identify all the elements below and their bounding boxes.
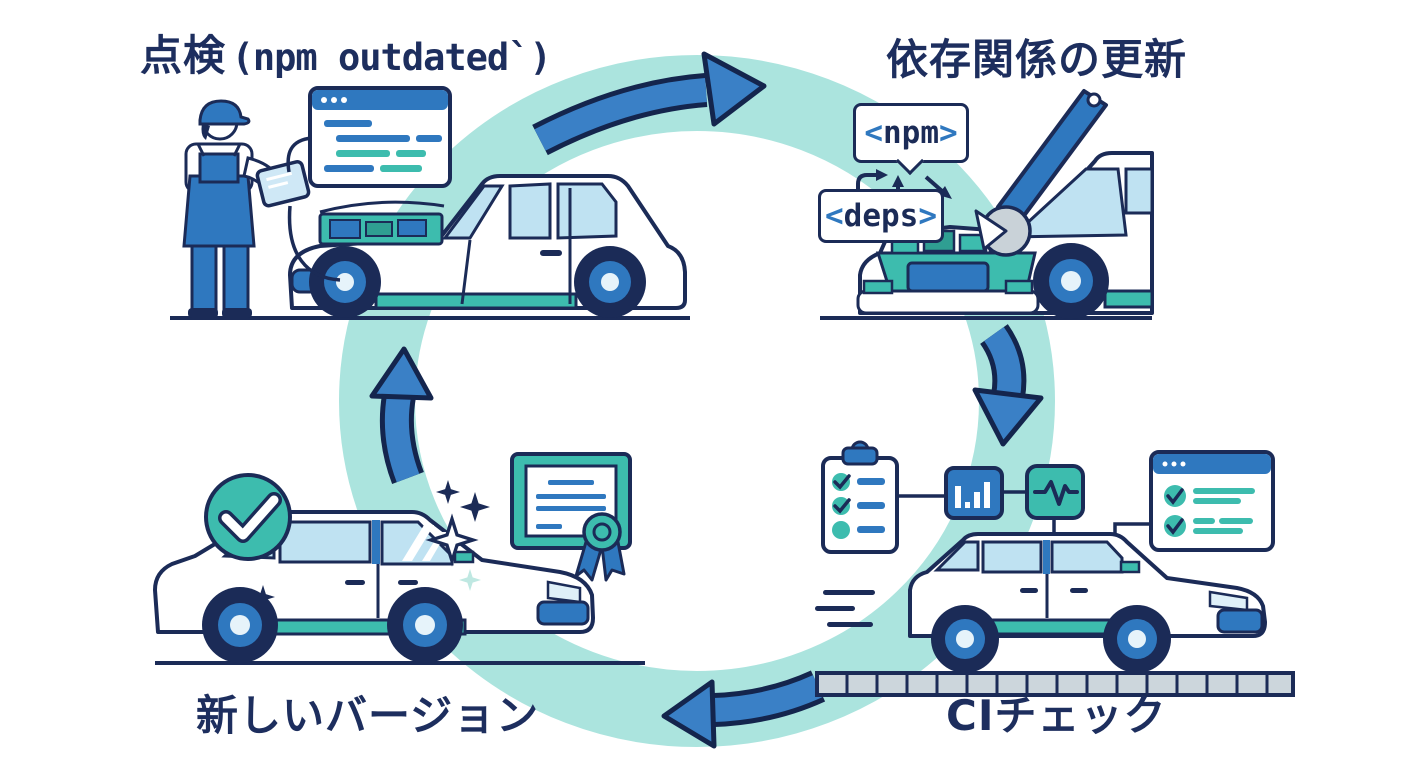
stage-title-new-version: 新しいバージョン (196, 691, 540, 740)
clipboard-checklist-icon (821, 440, 899, 554)
check-badge-icon (204, 473, 292, 561)
bar-chart-icon (944, 466, 1004, 520)
car-under-inspection (288, 174, 687, 318)
stage-title-inspection: 点検 (npm outdated`) (140, 22, 552, 83)
wheel (387, 587, 463, 663)
pulse-monitor-icon (1025, 464, 1085, 520)
npm-tag-open: < (864, 115, 883, 151)
npm-tag-close: > (939, 115, 958, 151)
mirror (453, 550, 475, 564)
check-icon (833, 498, 851, 514)
grille (536, 600, 590, 626)
stage-title-inspection-jp: 点検 (140, 31, 227, 80)
car-on-ci (908, 532, 1267, 673)
cycle-arrow-top-icon (532, 51, 767, 156)
cycle-arrow-left-icon (369, 346, 434, 485)
wheel (931, 605, 999, 673)
ci-results-window (1149, 450, 1275, 552)
wheel (574, 246, 646, 318)
check-icon (221, 495, 279, 540)
cycle-arrow-bottom-icon (661, 670, 826, 749)
speed-lines (815, 590, 875, 627)
window-dots-icon (321, 97, 347, 103)
diagnostic-cable (287, 205, 341, 282)
check-icon (1166, 518, 1184, 535)
stage-title-ci-check: CIチェック (946, 691, 1167, 740)
npm-tag-name: npm (883, 115, 939, 151)
wheel (1033, 243, 1109, 319)
deps-tag-name: deps (843, 198, 919, 234)
stage-title-inspection-code: (npm outdated`) (231, 36, 552, 79)
new-version-illustration (153, 452, 645, 665)
conveyor-belt (815, 671, 1295, 697)
window-dots-icon (1162, 461, 1186, 467)
mechanic-figure (182, 99, 311, 318)
wheel (309, 246, 381, 318)
mirror (1119, 560, 1141, 574)
deps-tag-open: < (825, 198, 844, 234)
tablet (255, 160, 311, 208)
ci-check-illustration (815, 440, 1295, 697)
wrench-icon (974, 89, 1108, 257)
check-icon (1166, 488, 1184, 505)
deps-tag-close: > (918, 198, 937, 234)
glare-stripe (402, 525, 434, 561)
code-window (308, 86, 452, 188)
cycle-arrow-right-icon (972, 324, 1044, 447)
certificate-icon (510, 452, 632, 582)
wheel (202, 587, 278, 663)
inspection-illustration (170, 86, 690, 320)
rosette-seal (582, 512, 622, 552)
check-icon (833, 474, 851, 490)
cap (198, 99, 251, 126)
npm-tag: <npm> (853, 103, 969, 176)
wheel (1103, 605, 1171, 673)
window-cable (286, 136, 313, 173)
dependency-update-illustration (820, 89, 1154, 320)
grille (1216, 608, 1264, 634)
stage-title-dependency-update: 依存関係の更新 (886, 35, 1188, 84)
deps-tag: <deps> (818, 189, 944, 243)
